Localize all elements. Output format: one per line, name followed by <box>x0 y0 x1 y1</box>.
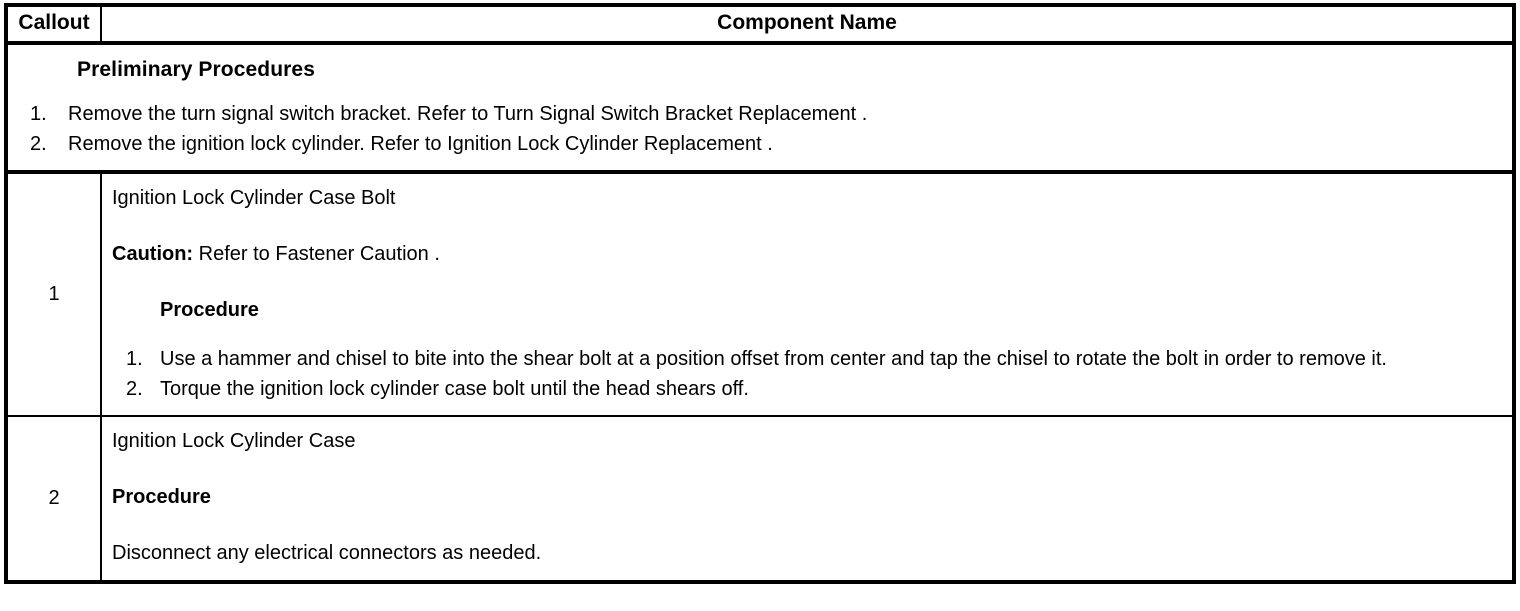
list-item-text: Remove the ignition lock cylinder. Refer… <box>68 132 773 155</box>
preliminary-row: Preliminary Procedures 1. Remove the tur… <box>6 43 1514 175</box>
list-item: 2. Torque the ignition lock cylinder cas… <box>112 375 1502 403</box>
list-item: 1. Use a hammer and chisel to bite into … <box>112 345 1502 373</box>
table-row: 2 Ignition Lock Cylinder Case Procedure … <box>6 414 1514 582</box>
list-item-number: 2. <box>30 132 47 155</box>
component-cell-1: Ignition Lock Cylinder Case Bolt Caution… <box>101 172 1514 416</box>
column-header-callout: Callout <box>6 5 102 46</box>
caution-text: Refer to Fastener Caution . <box>193 243 440 266</box>
component-title: Ignition Lock Cylinder Case Bolt <box>112 187 396 210</box>
procedure-heading: Procedure <box>112 485 211 508</box>
callout-number-1: 1 <box>6 172 102 416</box>
table-body: Preliminary Procedures 1. Remove the tur… <box>6 43 1514 582</box>
list-item-number: 1. <box>30 103 47 126</box>
procedure-heading: Procedure <box>160 299 259 322</box>
preliminary-procedures-list: 1. Remove the turn signal switch bracket… <box>18 100 1502 158</box>
caution-note: Caution: Refer to Fastener Caution . <box>112 241 1502 267</box>
header-row: Callout Component Name <box>6 5 1514 46</box>
callout-number-2: 2 <box>6 414 102 582</box>
list-item-number: 1. <box>126 348 143 371</box>
component-cell-2: Ignition Lock Cylinder Case Procedure Di… <box>101 414 1514 582</box>
list-item-text: Use a hammer and chisel to bite into the… <box>160 348 1387 371</box>
document-page: Callout Component Name Preliminary Proce… <box>0 3 1520 611</box>
preliminary-procedures-cell: Preliminary Procedures 1. Remove the tur… <box>6 43 1514 175</box>
list-item-text: Remove the turn signal switch bracket. R… <box>68 103 868 126</box>
table-row: 1 Ignition Lock Cylinder Case Bolt Cauti… <box>6 172 1514 416</box>
list-item-text: Torque the ignition lock cylinder case b… <box>160 377 749 400</box>
component-title: Ignition Lock Cylinder Case <box>112 429 356 452</box>
caution-label: Caution: <box>112 243 194 266</box>
preliminary-procedures-heading: Preliminary Procedures <box>77 58 315 82</box>
callout-table: Callout Component Name Preliminary Proce… <box>4 3 1516 584</box>
procedure-text: Disconnect any electrical connectors as … <box>112 541 542 564</box>
list-item: 1. Remove the turn signal switch bracket… <box>18 100 1502 128</box>
list-item-number: 2. <box>126 377 143 400</box>
table-header: Callout Component Name <box>6 5 1514 46</box>
procedure-step-list: 1. Use a hammer and chisel to bite into … <box>112 345 1502 403</box>
list-item: 2. Remove the ignition lock cylinder. Re… <box>18 130 1502 158</box>
column-header-component-name: Component Name <box>101 5 1514 46</box>
